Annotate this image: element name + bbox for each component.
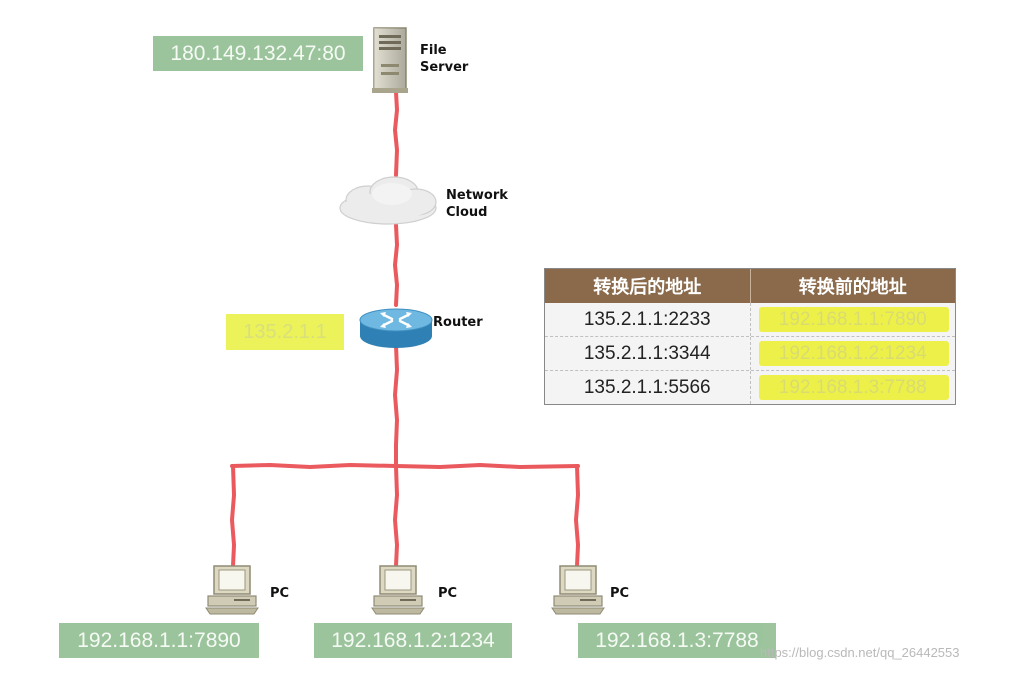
nat-cell-post: 135.2.1.1:3344 xyxy=(583,342,711,364)
cloud-label-line2: Cloud xyxy=(446,205,488,220)
nat-header-post: 转换后的地址 xyxy=(593,277,702,298)
server-label-line1: File xyxy=(420,43,447,58)
router-ip-box: 135.2.1.1 xyxy=(226,314,344,350)
nat-cell-post: 135.2.1.1:5566 xyxy=(583,376,711,398)
nat-cell-pre: 192.168.1.3:7788 xyxy=(749,371,956,404)
link-pc3 xyxy=(574,464,580,568)
watermark: https://blog.csdn.net/qq_26442553 xyxy=(760,645,960,660)
link-cloud-router xyxy=(393,223,399,307)
nat-cell-pre-text: 192.168.1.2:1234 xyxy=(778,342,927,364)
table-row: 135.2.1.1:2233 192.168.1.1:7890 xyxy=(545,303,955,336)
nat-table-header: 转换后的地址 转换前的地址 xyxy=(545,269,955,303)
table-row: 135.2.1.1:3344 192.168.1.2:1234 xyxy=(545,336,955,370)
pc-icon xyxy=(371,565,425,615)
nat-cell-pre-text: 192.168.1.1:7890 xyxy=(778,308,927,330)
pc3-label: PC xyxy=(610,586,630,601)
link-router-trunk xyxy=(393,343,399,468)
pc1-ip-box: 192.168.1.1:7890 xyxy=(59,623,259,658)
cloud-label-line1: Network xyxy=(446,188,508,203)
pc2-label: PC xyxy=(438,586,458,601)
pc-icon xyxy=(205,565,259,615)
nat-table: 转换后的地址 转换前的地址 135.2.1.1:2233 192.168.1.1… xyxy=(544,268,956,405)
nat-cell-pre: 192.168.1.1:7890 xyxy=(749,303,956,336)
file-server-icon xyxy=(372,27,408,93)
link-bus xyxy=(230,463,580,469)
pc1-label: PC xyxy=(270,586,290,601)
pc-icon xyxy=(551,565,605,615)
link-pc2 xyxy=(393,464,399,568)
nat-cell-post: 135.2.1.1:2233 xyxy=(583,308,711,330)
network-cloud-icon xyxy=(339,176,437,225)
highlight-mark xyxy=(758,375,949,400)
server-ip-box: 180.149.132.47:80 xyxy=(153,36,363,71)
nat-cell-pre-text: 192.168.1.3:7788 xyxy=(778,376,927,398)
router-icon xyxy=(359,308,433,348)
highlight-mark xyxy=(758,307,949,332)
table-row: 135.2.1.1:5566 192.168.1.3:7788 xyxy=(545,370,955,404)
nat-cell-pre: 192.168.1.2:1234 xyxy=(749,337,956,370)
pc2-ip-box: 192.168.1.2:1234 xyxy=(314,623,512,658)
cloud-label: Network Cloud xyxy=(446,187,508,221)
server-label-line2: Server xyxy=(420,60,469,75)
link-server-cloud xyxy=(393,90,399,177)
router-label: Router xyxy=(433,315,483,330)
server-label: File Server xyxy=(420,42,468,76)
nat-header-pre: 转换前的地址 xyxy=(749,269,956,303)
pc3-ip-box: 192.168.1.3:7788 xyxy=(578,623,776,658)
highlight-mark xyxy=(758,341,949,366)
link-pc1 xyxy=(230,464,236,568)
